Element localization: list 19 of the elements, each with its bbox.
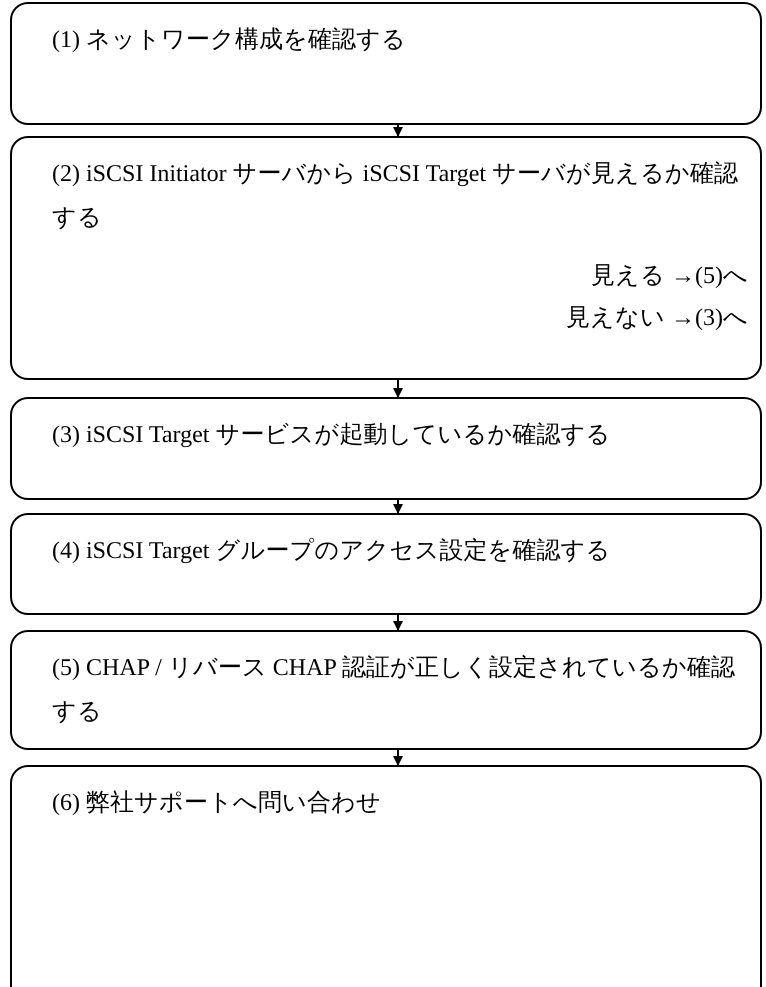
step-text: (4) iSCSI Target グループのアクセス設定を確認する xyxy=(52,536,612,566)
arrow xyxy=(393,500,403,514)
branch-text: 見える →(5)へ xyxy=(591,262,748,291)
step-box xyxy=(10,513,762,615)
step-text: (2) iSCSI Initiator サーバから iSCSI Target サーバが見えるか確認する xyxy=(52,160,740,233)
step-box xyxy=(10,397,762,500)
step-text: (5) CHAP / リバース CHAP 認証が正しく設定されているか確認する xyxy=(52,654,736,727)
step-box xyxy=(10,765,762,987)
step-text: (6) 弊社サポートへ問い合わせ xyxy=(52,789,382,818)
step-box xyxy=(10,630,762,750)
branch-text: 見えない →(3)へ xyxy=(566,304,748,333)
arrow xyxy=(393,125,403,137)
step-text: (1) ネットワーク構成を確認する xyxy=(52,26,407,55)
step-text: (3) iSCSI Target サービスが起動しているか確認する xyxy=(52,421,612,450)
arrow xyxy=(393,380,403,398)
arrow xyxy=(393,750,403,766)
step-box xyxy=(10,136,762,380)
step-box xyxy=(10,2,762,125)
arrow xyxy=(393,615,403,631)
